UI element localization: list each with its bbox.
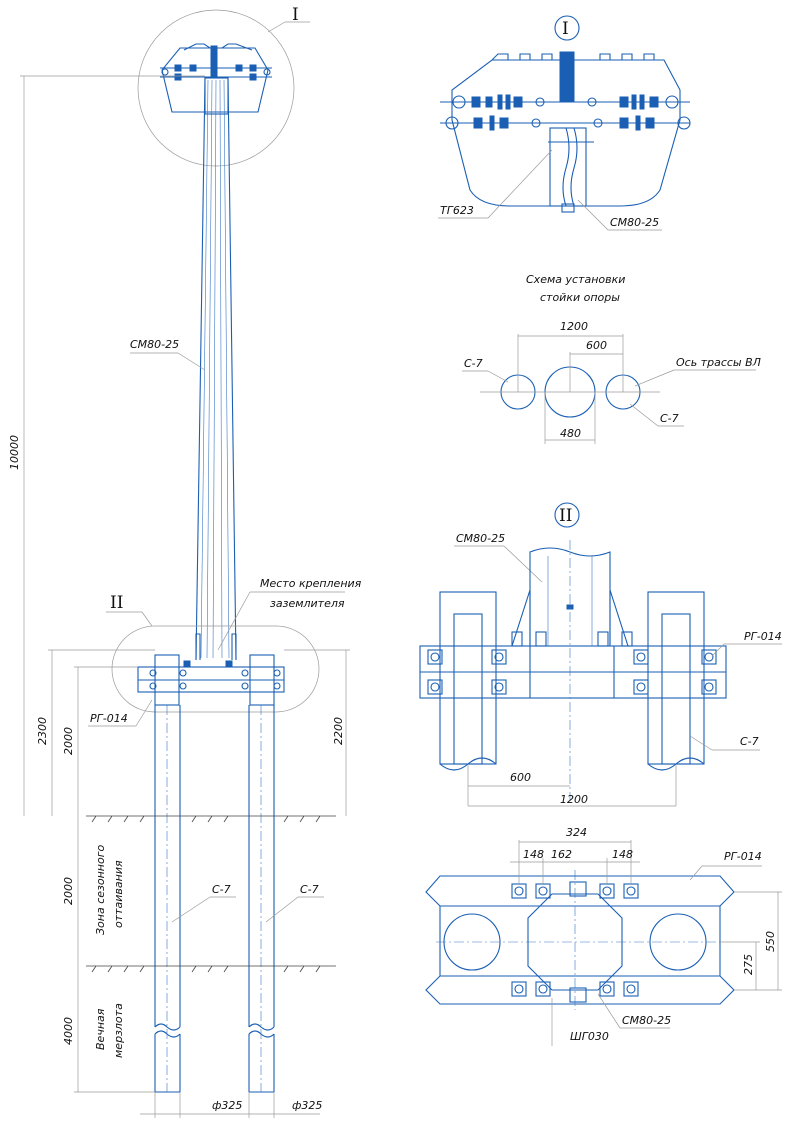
detail2-dim-600: 600 (510, 771, 531, 784)
scheme-pile-label-left: С-7 (464, 357, 483, 370)
earth-mount-label-2: заземлителя (270, 597, 345, 610)
seasonal-label-1: Зона сезонного (94, 845, 107, 935)
plan-dim-324: 324 (566, 826, 587, 839)
detail-1-title: I (562, 19, 569, 39)
pile-label-right: С-7 (300, 883, 319, 896)
crossarm-top (160, 43, 272, 113)
plan-dim-148a: 148 (523, 848, 544, 861)
dim-seasonal: 2000 (62, 877, 75, 905)
detail2-pile-label: С-7 (740, 735, 759, 748)
dim-pile-above: 2000 (62, 727, 75, 755)
callout-1-label: I (292, 5, 299, 25)
dim-pile-right: 2200 (332, 717, 345, 745)
installation-scheme: Схема установки стойки опоры 1200 600 48… (462, 273, 761, 444)
detail-circle-1 (137, 9, 295, 167)
pole-cm80 (195, 77, 237, 661)
scheme-pile-label-right: С-7 (660, 412, 679, 425)
scheme-dim-1200: 1200 (560, 320, 588, 333)
dim-diam-right: ф325 (292, 1099, 322, 1112)
scheme-dim-480: 480 (560, 427, 581, 440)
plan-shg-label: ШГ030 (570, 1030, 609, 1043)
dim-permafrost: 4000 (62, 1017, 75, 1045)
main-elevation: I 10000 (8, 5, 362, 1118)
permafrost-label-1: Вечная (94, 1008, 107, 1050)
dim-total-height: 10000 (8, 435, 21, 470)
earth-mount-label-1: Место крепления (260, 577, 362, 590)
detail2-dim-1200: 1200 (560, 793, 588, 806)
pole-label: СМ80-25 (130, 338, 179, 351)
plan-pole (527, 893, 623, 991)
piles-left (154, 705, 275, 1093)
pile-label-left: С-7 (212, 883, 231, 896)
detail-2-view: II СМ80-25 (419, 502, 782, 807)
plan-dim-550: 550 (764, 931, 777, 952)
plan-dim-275: 275 (742, 954, 755, 975)
scheme-title-1: Схема установки (526, 273, 625, 286)
permafrost-label-2: мерзлота (112, 1003, 125, 1058)
detail-1-view: I (438, 15, 691, 231)
axis-label: Ось трассы ВЛ (676, 356, 761, 369)
detail2-pole-label: СМ80-25 (456, 532, 505, 545)
detail-2-title: II (559, 506, 572, 526)
scheme-title-2: стойки опоры (540, 291, 620, 304)
plan-dim-148b: 148 (612, 848, 633, 861)
base-crossbar (137, 633, 285, 706)
detail2-crossbar-label: РГ-014 (744, 630, 782, 643)
seasonal-label-2: оттаивания (112, 860, 125, 928)
tg-label: ТГ623 (440, 204, 474, 217)
plan-view: 324 148 162 148 РГ-014 275 550 ШГ030 СМ8… (425, 826, 782, 1046)
plan-crossbar-label: РГ-014 (724, 850, 762, 863)
plan-pole-label: СМ80-25 (622, 1014, 671, 1027)
scheme-dim-600: 600 (586, 339, 607, 352)
detail1-pole-label: СМ80-25 (610, 216, 659, 229)
dim-above-ground: 2300 (36, 717, 49, 745)
dim-diam-left: ф325 (212, 1099, 242, 1112)
detail-outline-2 (111, 625, 320, 713)
plan-dim-162: 162 (551, 848, 572, 861)
crossbar-label-left: РГ-014 (90, 712, 128, 725)
callout-2-label: II (110, 593, 123, 613)
